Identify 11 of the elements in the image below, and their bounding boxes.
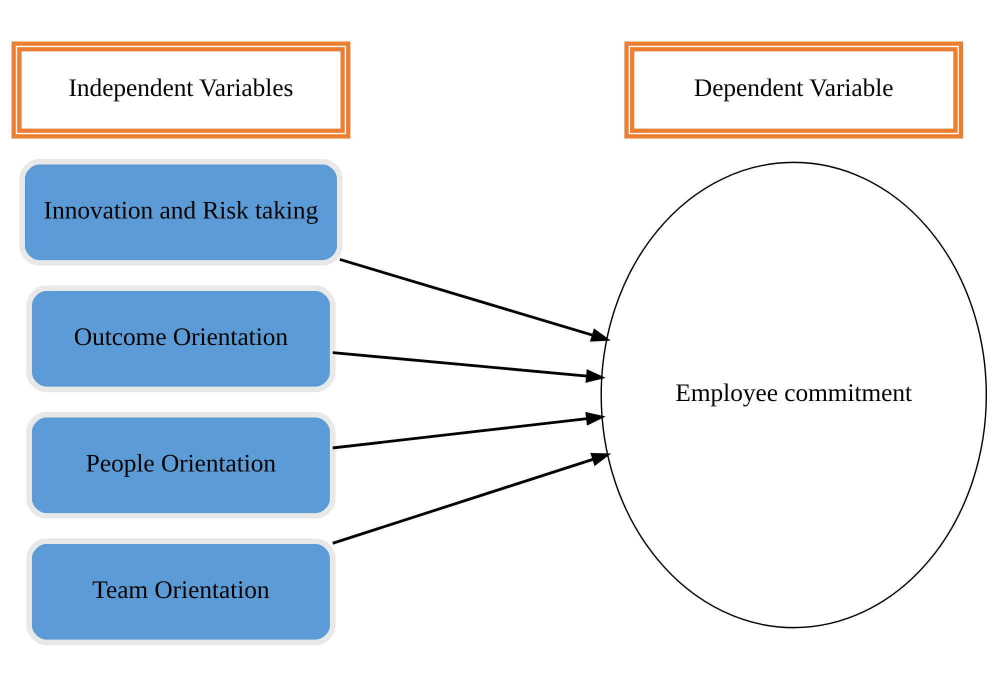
node-ellipse: Employee commitment [600, 161, 988, 628]
node-box: Independent Variables [12, 41, 350, 138]
arrow [332, 452, 612, 544]
node-box: People Orientation [26, 411, 336, 518]
node-box: Innovation and Risk taking [19, 158, 343, 266]
node-box: Dependent Variable [624, 41, 964, 138]
arrow [332, 411, 606, 449]
node-box: Outcome Orientation [26, 284, 336, 392]
arrow [332, 350, 606, 382]
arrow [339, 258, 611, 342]
node-box: Team Orientation [26, 538, 336, 645]
